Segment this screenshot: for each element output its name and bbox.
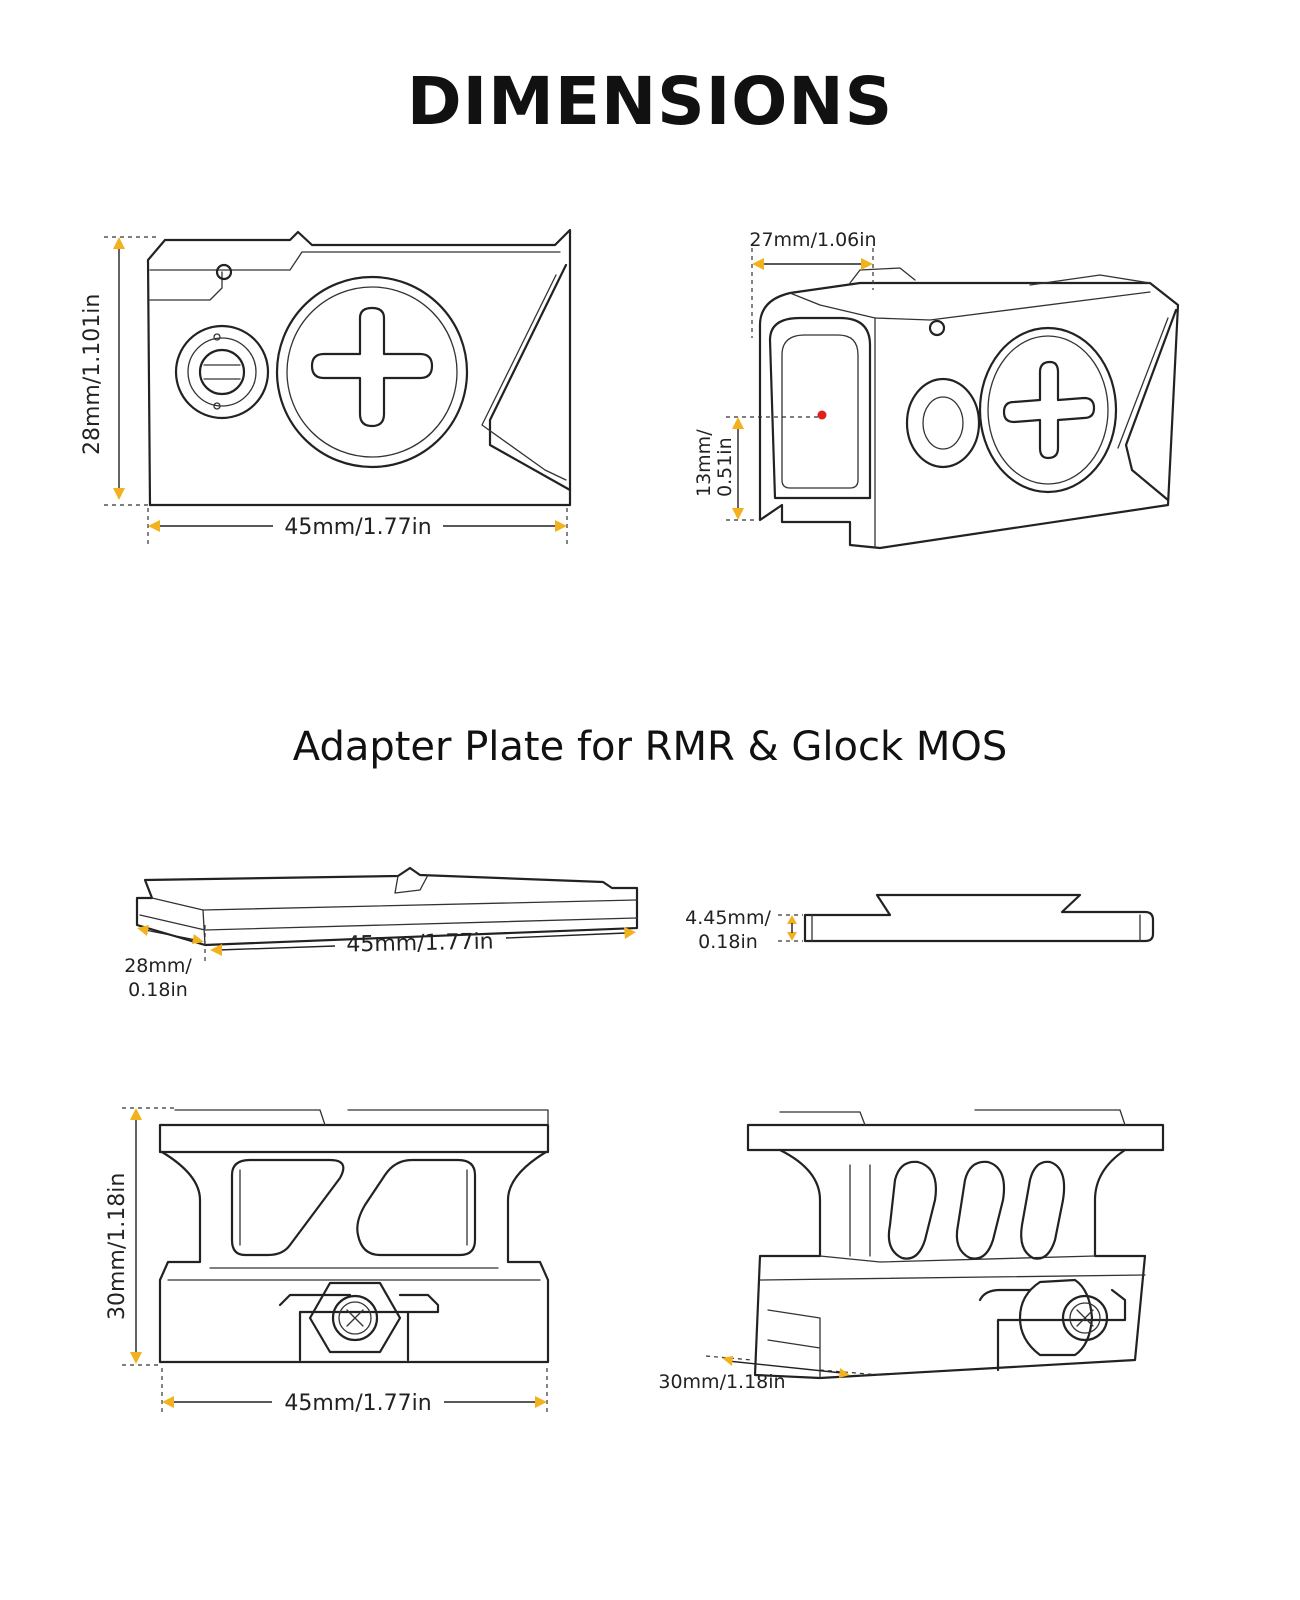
plate-side-thickness-label-2: 0.18in (698, 931, 758, 953)
sight-side-width-label: 45mm/1.77in (284, 515, 431, 540)
reticle-dot (817, 410, 827, 420)
mount-front-height-label: 30mm/1.18in (105, 1173, 130, 1320)
plate-side-thickness-label-1: 4.45mm/ (685, 907, 771, 929)
section-title: Adapter Plate for RMR & Glock MOS (292, 724, 1008, 770)
mount-front-width-label: 45mm/1.77in (284, 1391, 431, 1416)
page-title: DIMENSIONS (406, 63, 894, 140)
plate-top-depth-label-1: 28mm/ (124, 955, 192, 977)
sight-iso-height-label-1: 13mm/ (693, 429, 715, 497)
plate-top-depth-label-2: 0.18in (128, 979, 188, 1001)
plate-top-width-label: 45mm/1.77in (346, 929, 494, 957)
mount-front-view: 30mm/1.18in 45mm/1.77in (105, 1107, 550, 1416)
sight-iso-height-label-2: 0.51in (714, 437, 736, 497)
plate-top-view: 45mm/1.77in 28mm/ 0.18in (124, 866, 639, 1001)
sight-side-height-label: 28mm/1.101in (80, 294, 105, 455)
sight-side-view: 28mm/1.101in 45mm/1.77in (80, 228, 572, 545)
mount-iso-depth-label: 30mm/1.18in (658, 1371, 785, 1393)
mount-iso-view: 30mm/1.18in (658, 1109, 1165, 1393)
plate-side-view: 4.45mm/ 0.18in (685, 893, 1155, 953)
sight-iso-width-label: 27mm/1.06in (749, 229, 876, 251)
sight-iso-view: 27mm/1.06in 13mm/ 0.51in (693, 229, 1180, 550)
